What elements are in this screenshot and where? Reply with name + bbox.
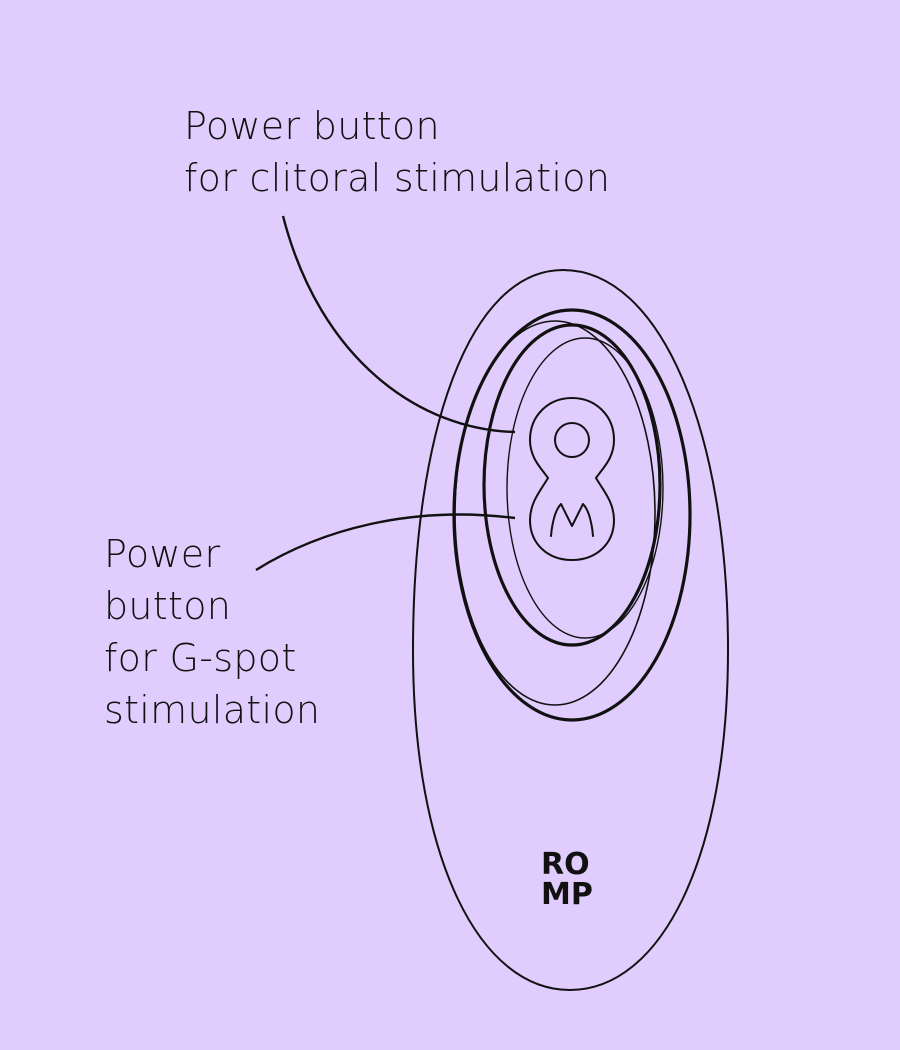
label-gspot-line4: stimulation: [104, 688, 321, 732]
brand-logo-line1: RO: [541, 847, 590, 882]
device-inner-oval: [482, 323, 662, 647]
device-inner-oval-outline: [506, 337, 664, 639]
label-clitoral-power-button: Power button for clitoral stimulation: [184, 100, 610, 204]
device-outer-body: [411, 268, 730, 992]
m-icon[interactable]: [550, 503, 594, 537]
label-gspot-power-button: Power button for G-spot stimulation: [104, 528, 320, 736]
circle-icon[interactable]: [554, 422, 590, 458]
label-gspot-line1: Power: [104, 532, 221, 576]
brand-logo: RO MP: [541, 850, 593, 910]
label-gspot-line2: button: [104, 584, 232, 628]
label-clitoral-line2: for clitoral stimulation: [184, 156, 611, 200]
leader-line-clitoral: [281, 215, 516, 434]
leader-line-gspot: [255, 513, 516, 572]
device-middle-oval-outline: [454, 320, 656, 706]
brand-logo-line2: MP: [541, 877, 593, 912]
label-clitoral-line1: Power button: [184, 104, 440, 148]
button-cluster-outline: [528, 396, 616, 562]
label-gspot-line3: for G-spot: [104, 636, 297, 680]
